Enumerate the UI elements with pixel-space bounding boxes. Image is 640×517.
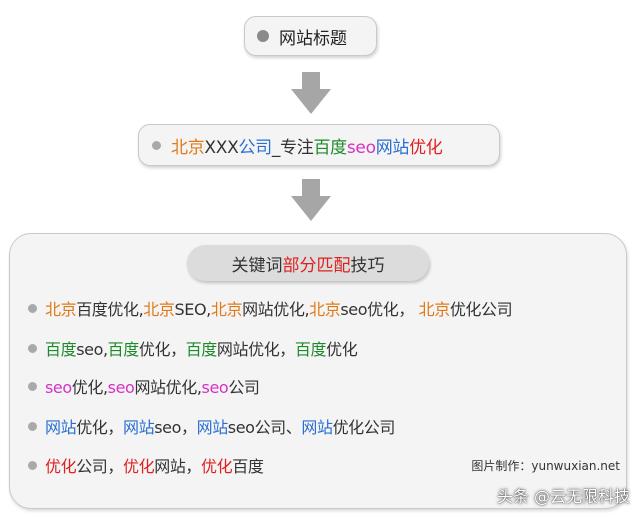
text-segment: 网站优化， (216, 340, 295, 359)
panel-header: 关键词部分匹配技巧 (187, 245, 429, 281)
keyword-row-optimize: 优化公司，优化网站，优化百度 (28, 453, 264, 477)
text-segment: 公司， (76, 457, 124, 476)
text-segment: 百度 (313, 137, 347, 158)
text-segment: 网站 (45, 418, 77, 437)
keyword-row-text: 北京百度优化,北京SEO,北京网站优化,北京seo优化， 北京优化公司 (45, 296, 513, 320)
source-watermark: 头条 @云无限科技 (496, 487, 630, 506)
text-segment: XXX (204, 137, 239, 158)
keyword-row-website: 网站优化，网站seo，网站seo公司、网站优化公司 (28, 414, 395, 438)
keyword-row-text: 网站优化，网站seo，网站seo公司、网站优化公司 (45, 414, 395, 438)
text-segment: 北京 (210, 300, 243, 319)
keyword-row-text: 百度seo,百度优化，百度网站优化，百度优化 (45, 336, 358, 360)
text-segment: _专注 (271, 137, 314, 158)
text-segment: SEO, (174, 300, 212, 319)
text-segment: seo (346, 137, 376, 158)
text-segment: 北京 (143, 300, 175, 319)
text-segment: 百度 (107, 340, 140, 359)
down-arrow-icon (291, 72, 331, 114)
website-title-box: 网站标题 (244, 16, 377, 56)
text-segment: 百度 (185, 340, 218, 359)
text-segment: 技巧 (350, 255, 385, 276)
text-segment: seo优化， (340, 300, 419, 319)
example-title-box: 北京XXX公司_专注百度seo网站优化 (138, 124, 500, 166)
text-segment: 百度 (45, 340, 77, 359)
bullet-dot (28, 343, 37, 353)
text-segment: 公司 (228, 378, 260, 397)
text-segment: 网站 (123, 418, 155, 437)
bullet-dot (152, 140, 161, 150)
text-segment: 网站 (196, 418, 229, 437)
text-segment: 网站优化, (134, 378, 202, 397)
down-arrow-icon (291, 179, 331, 221)
text-segment: 公司 (238, 137, 272, 158)
text-segment: 百度 (294, 340, 327, 359)
text-segment: seo (201, 378, 229, 397)
keyword-row-text: 优化公司，优化网站，优化百度 (45, 453, 264, 477)
bullet-dot (28, 381, 37, 391)
text-segment: 北京 (171, 137, 205, 158)
text-segment: 北京 (418, 300, 451, 319)
bullet-dot (28, 460, 37, 470)
text-segment: 网站优化, (242, 300, 310, 319)
text-segment: 百度 (232, 457, 264, 476)
text-segment: seo (107, 378, 135, 397)
text-segment: seo公司、 (227, 418, 302, 437)
text-segment: 优化 (326, 340, 358, 359)
website-title-label: 网站标题 (279, 28, 347, 49)
bullet-dot (28, 421, 37, 431)
text-segment: 优化 (201, 457, 233, 476)
text-segment: 网站 (301, 418, 333, 437)
example-title-text: 北京XXX公司_专注百度seo网站优化 (171, 133, 443, 158)
text-segment: 网站 (375, 137, 410, 158)
text-segment: seo, (76, 340, 108, 359)
bullet-dot (28, 303, 37, 313)
keyword-row-baidu: 百度seo,百度优化，百度网站优化，百度优化 (28, 336, 358, 360)
text-segment: 优化, (71, 378, 108, 397)
text-segment: seo (45, 378, 72, 397)
text-segment: 优化， (138, 340, 186, 359)
keyword-row-beijing: 北京百度优化,北京SEO,北京网站优化,北京seo优化， 北京优化公司 (28, 296, 513, 320)
text-segment: 优化 (123, 457, 155, 476)
text-segment: seo， (154, 418, 197, 437)
text-segment: 优化 (45, 457, 77, 476)
text-segment: 北京 (45, 300, 77, 319)
keyword-row-text: seo优化,seo网站优化,seo公司 (45, 374, 260, 398)
image-credit: 图片制作：yunwuxian.net (471, 459, 620, 473)
text-segment: 部分匹配 (282, 255, 351, 276)
text-segment: 优化 (409, 137, 443, 158)
keyword-row-seo: seo优化,seo网站优化,seo公司 (28, 374, 260, 398)
text-segment: 优化， (76, 418, 124, 437)
text-segment: 关键词 (231, 255, 283, 276)
text-segment: 北京 (309, 300, 341, 319)
text-segment: 百度优化, (76, 300, 144, 319)
text-segment: 优化公司 (449, 300, 513, 319)
keyword-tips-panel: 关键词部分匹配技巧 北京百度优化,北京SEO,北京网站优化,北京seo优化， 北… (9, 233, 627, 509)
bullet-dot (257, 30, 269, 42)
text-segment: 网站， (154, 457, 202, 476)
text-segment: 优化公司 (332, 418, 396, 437)
